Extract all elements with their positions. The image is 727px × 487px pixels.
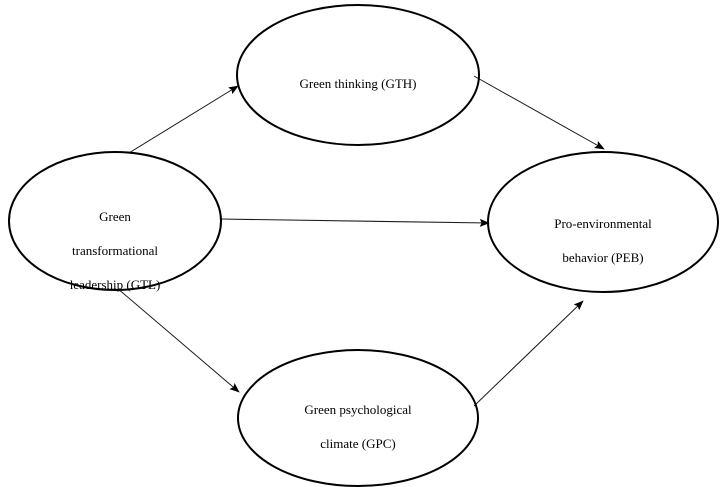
node-ellipse-gpc (237, 349, 479, 487)
arrow-gpc-to-peb (473, 300, 584, 407)
node-ellipse-gtl (8, 151, 222, 291)
edges-group (116, 75, 605, 407)
arrow-gtl-to-peb (219, 218, 490, 227)
nodes-group (8, 4, 719, 487)
arrow-gtl-to-gth (123, 85, 239, 157)
node-ellipse-peb (487, 151, 719, 293)
arrow-gtl-to-gpc (116, 287, 240, 393)
node-ellipse-gth (236, 4, 480, 146)
arrow-gth-to-peb (473, 75, 605, 150)
